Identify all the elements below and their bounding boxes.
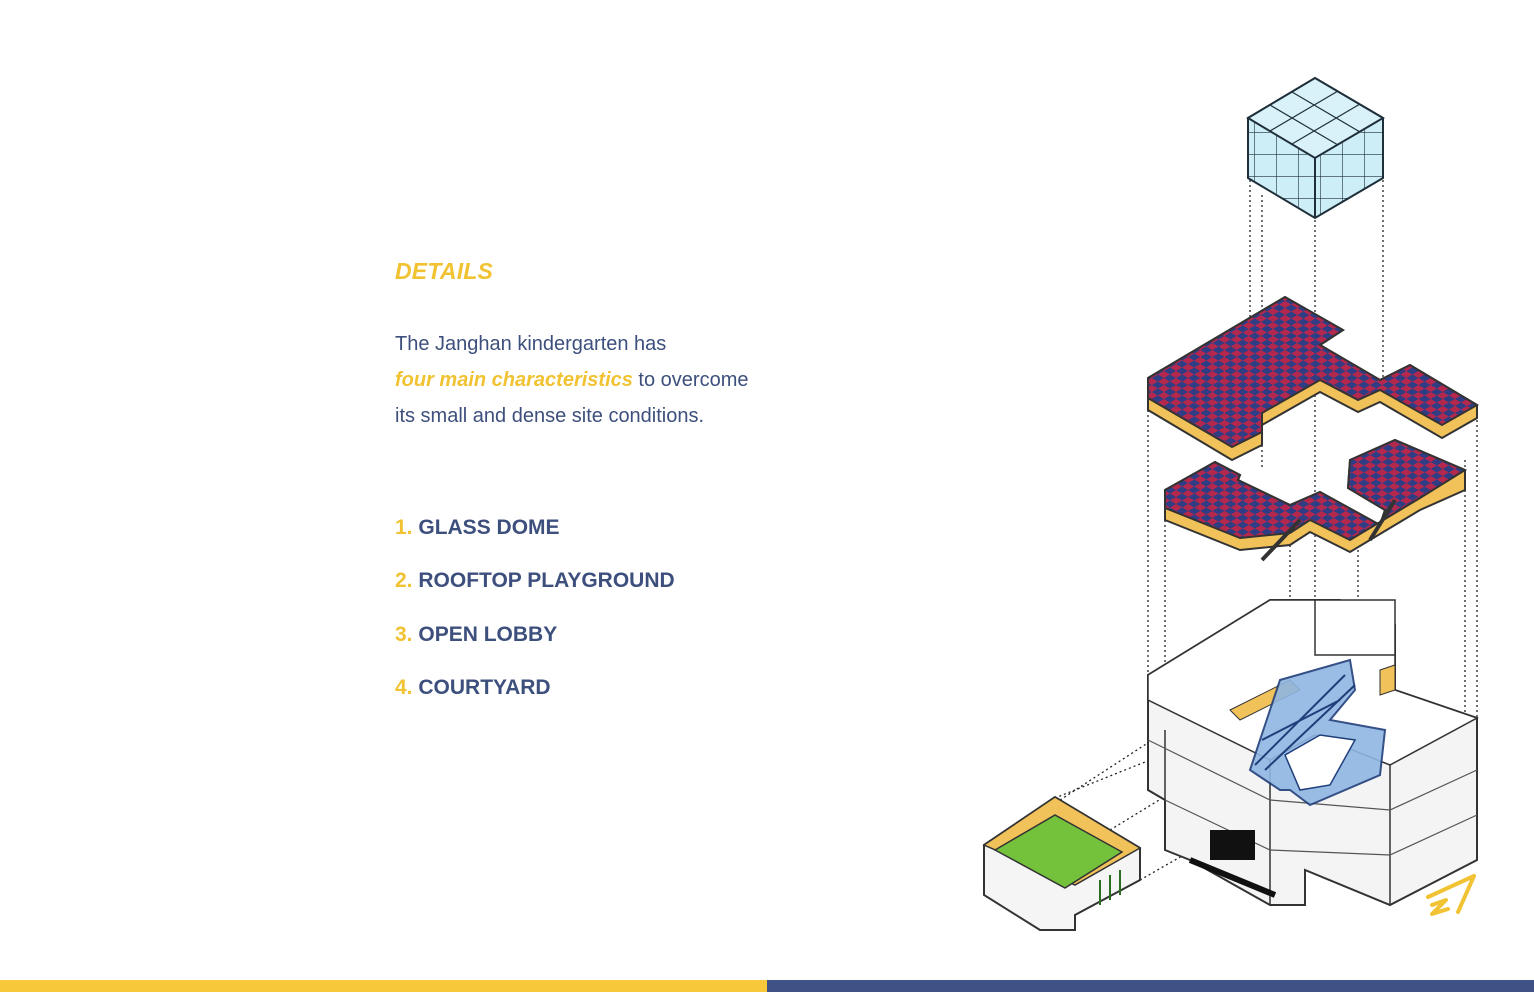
characteristics-list: 1. GLASS DOME 2. ROOFTOP PLAYGROUND 3. O… [395,516,675,729]
list-item-label: OPEN LOBBY [418,622,558,646]
list-item-number: 2. [395,569,413,593]
rooftop-playground-upper [1147,295,1479,462]
list-item-number: 1. [395,516,413,539]
list-item-label: COURTYARD [418,675,551,699]
footer-bar-navy [767,980,1534,992]
courtyard-block [982,795,1142,931]
exploded-axonometric-diagram [982,76,1479,931]
open-lobby-stair [1248,658,1387,807]
paper-plane-logo-icon [1426,874,1476,916]
list-item-label: ROOFTOP PLAYGROUND [418,569,675,593]
intro-line-3: its small and dense site conditions. [395,405,705,427]
intro-highlight: four main characteristics [395,369,633,391]
list-item: 3. OPEN LOBBY [395,623,675,676]
intro-line-1: The Janghan kindergarten has [395,333,667,355]
rooftop-playground-lower [1164,438,1468,562]
intro-paragraph: The Janghan kindergarten has four main c… [395,326,815,434]
list-item: 1. GLASS DOME [395,516,675,569]
list-item: 4. COURTYARD [395,676,675,729]
section-heading: DETAILS [395,258,494,284]
footer-bar-yellow [0,980,767,992]
glass-dome-block [1246,76,1385,220]
intro-line-2-rest: to overcome [632,369,749,391]
list-item-label: GLASS DOME [418,516,560,539]
intro-line-2: four main characteristics to overcome [395,362,815,398]
list-item-number: 3. [395,622,413,646]
list-item: 2. ROOFTOP PLAYGROUND [395,569,675,622]
list-item-number: 4. [395,675,413,699]
